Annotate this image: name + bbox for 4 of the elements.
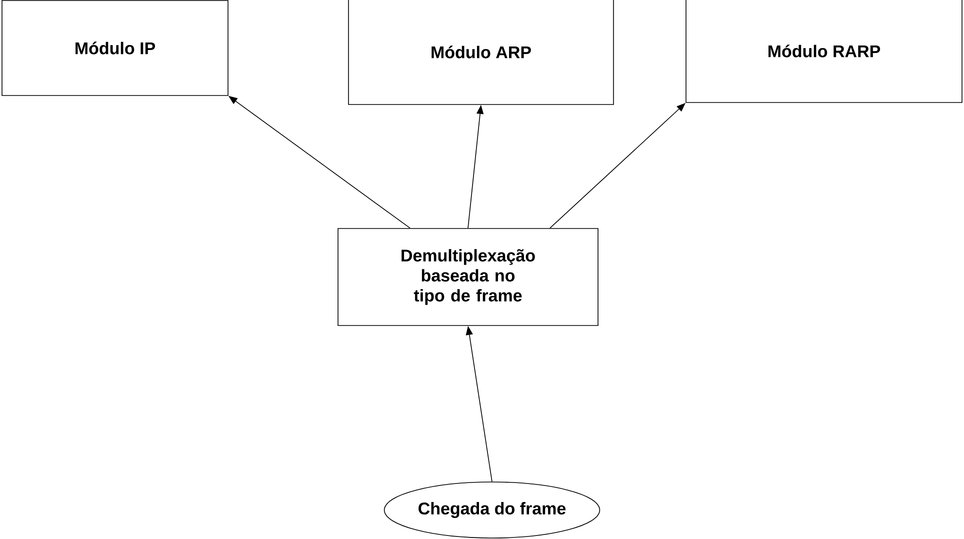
module-box: Módulo RARP bbox=[686, 0, 962, 103]
module-box: Demultiplexação baseada no tipo de frame bbox=[338, 228, 598, 326]
module-box: Módulo IP bbox=[2, 0, 228, 96]
module-box: Módulo ARP bbox=[348, 0, 614, 105]
